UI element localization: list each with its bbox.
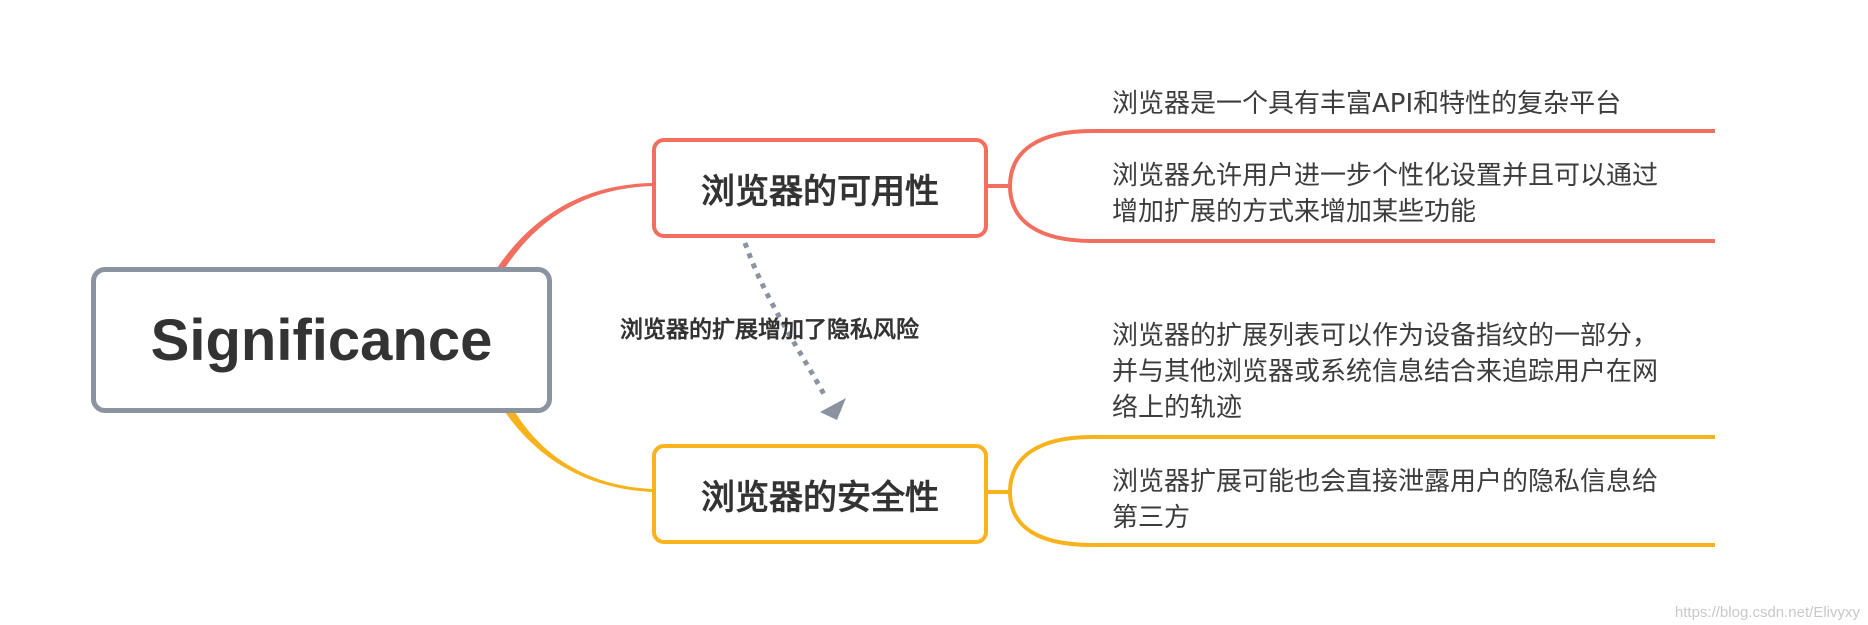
branch-node-security[interactable]: 浏览器的安全性 bbox=[652, 444, 988, 544]
branch-node-usability[interactable]: 浏览器的可用性 bbox=[652, 138, 988, 238]
bracket-branch2 bbox=[988, 435, 1715, 547]
connector-root-branch2 bbox=[505, 412, 652, 492]
bracket-branch1 bbox=[988, 129, 1715, 243]
root-label: Significance bbox=[150, 307, 493, 373]
leaf-topic[interactable]: 浏览器的扩展列表可以作为设备指纹的一部分， 并与其他浏览器或系统信息结合来追踪用… bbox=[1112, 321, 1659, 423]
leaf-topic[interactable]: 浏览器扩展可能也会直接泄露用户的隐私信息给 第三方 bbox=[1112, 467, 1659, 533]
relationship-arrow-line bbox=[742, 242, 829, 400]
branch-label: 浏览器的安全性 bbox=[701, 477, 939, 518]
relationship-label[interactable]: 浏览器的扩展增加了隐私风险 bbox=[620, 317, 919, 343]
relationship-arrow-head bbox=[820, 398, 846, 420]
connector-root-branch1 bbox=[497, 183, 652, 268]
leaf-topic[interactable]: 浏览器是一个具有丰富API和特性的复杂平台 bbox=[1112, 89, 1622, 119]
leaf-topic[interactable]: 浏览器允许用户进一步个性化设置并且可以通过 增加扩展的方式来增加某些功能 bbox=[1112, 161, 1659, 227]
root-node[interactable]: Significance bbox=[91, 267, 552, 413]
branch-label: 浏览器的可用性 bbox=[701, 171, 939, 212]
watermark: https://blog.csdn.net/Elivyxy bbox=[1674, 604, 1860, 621]
